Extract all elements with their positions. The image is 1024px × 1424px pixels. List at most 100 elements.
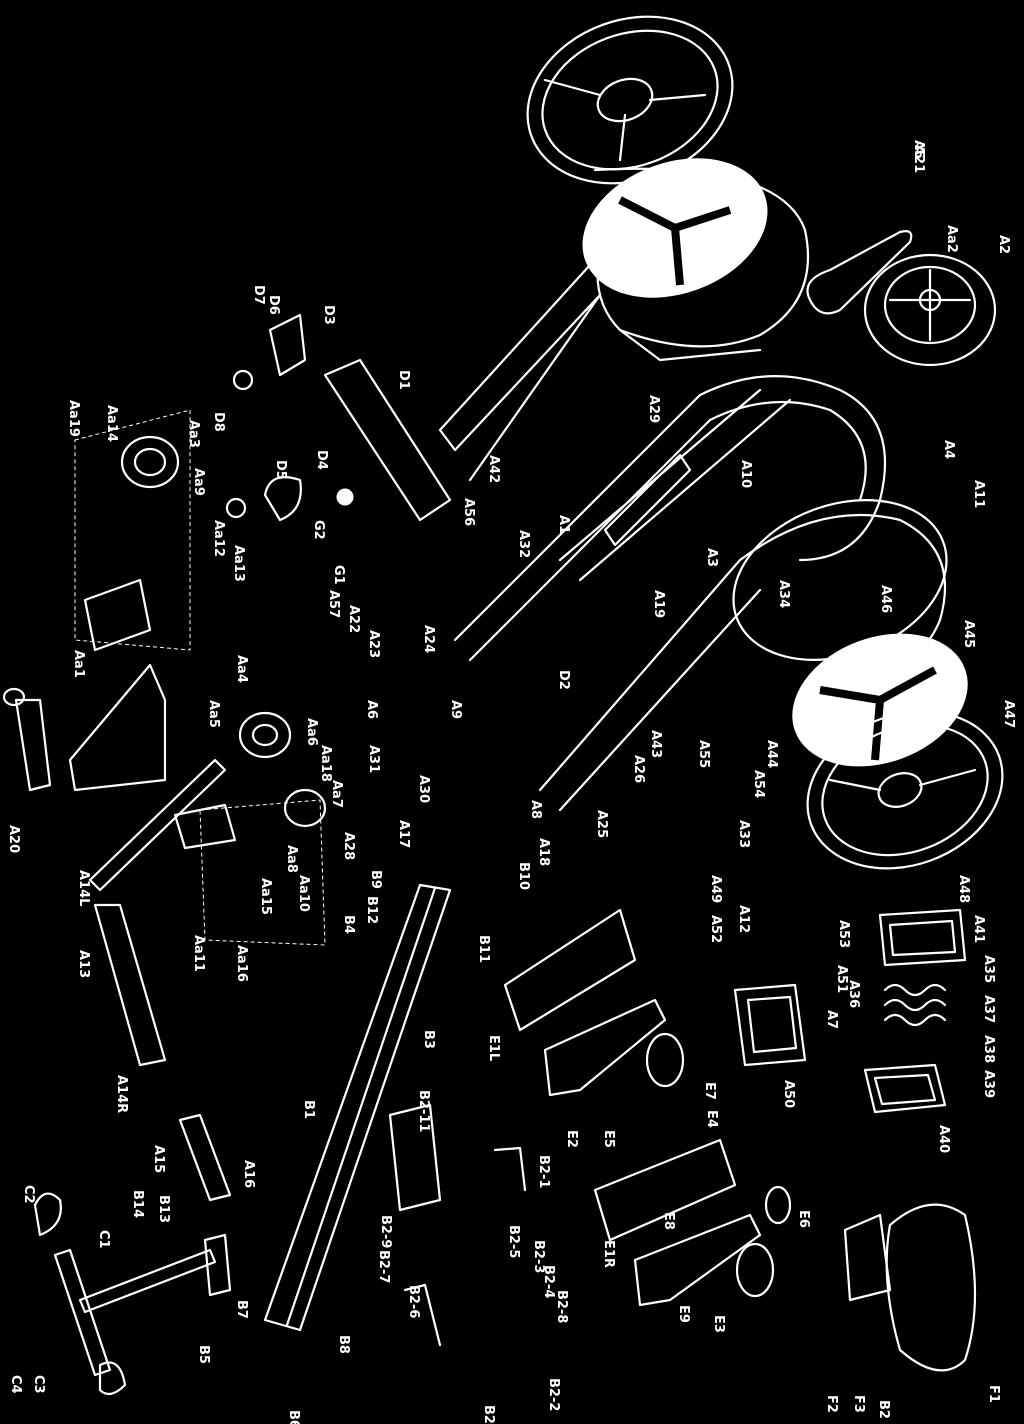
lower-flywheel-disc [792,633,968,767]
part-label-c1: C1 [96,1230,111,1249]
part-label-a16: A16 [241,1160,256,1188]
part-label-a17: A17 [396,820,411,848]
part-label-a12: A12 [736,905,751,933]
part-label-a31: A31 [366,745,381,773]
part-label-a43: A43 [648,730,663,758]
part-label-a10: A10 [738,460,753,488]
part-label-a5: A5 [911,140,926,159]
part-label-a20: A20 [6,825,21,853]
part-label-a34: A34 [776,580,791,608]
part-label-aa14: Aa14 [104,405,119,442]
part-label-b1: B1 [301,1100,316,1119]
part-label-d1: D1 [396,370,411,390]
part-label-c2: C2 [21,1185,36,1204]
part-label-aa10: Aa10 [296,875,311,912]
part-label-a30: A30 [416,775,431,803]
part-label-a18: A18 [536,838,551,866]
upper-flywheel-disc [582,158,768,298]
part-label-d7: D7 [251,285,266,305]
part-label-b2-11: B2-11 [416,1090,431,1132]
part-label-b13: B13 [156,1195,171,1223]
pedal-housing-left [503,908,637,1032]
part-label-a46: A46 [878,585,893,613]
part-label-a13: A13 [76,950,91,978]
part-label-b7: B7 [234,1300,249,1319]
part-label-a2: A2 [996,235,1011,254]
top-panel [878,908,967,967]
upper-frame-housing [438,167,810,482]
part-label-aa16: Aa16 [234,945,249,982]
part-label-a40: A40 [936,1125,951,1153]
part-label-a36: A36 [846,980,861,1008]
front-tube [2,687,52,792]
part-label-b2-4: B2-4 [541,1265,556,1298]
part-label-a22: A22 [346,605,361,633]
part-label-aa13: Aa13 [231,545,246,582]
long-rail [263,883,452,1332]
part-label-b3: B3 [421,1030,436,1049]
part-label-b2-8: B2-8 [554,1290,569,1323]
lower-flywheel-cover [806,710,1004,870]
part-label-a29: A29 [646,395,661,423]
part-label-aa12: Aa12 [211,520,226,557]
part-label-aa4: Aa4 [234,655,249,683]
part-label-b2-9: B2-9 [378,1215,393,1248]
part-label-a11: A11 [971,480,986,508]
part-label-aa7: Aa7 [329,780,344,808]
pedal-right [633,1213,762,1307]
crank-bracket [388,1103,527,1347]
part-label-aa9: Aa9 [191,468,206,496]
part-label-d3: D3 [321,305,336,325]
part-label-e1l: E1L [486,1035,501,1061]
part-label-aa1: Aa1 [71,650,86,678]
pedal-housing-right [593,1138,737,1242]
part-label-a32: A32 [516,530,531,558]
idler-pulley-assembly [74,409,327,946]
part-label-b10: B10 [516,862,531,890]
part-label-a28: A28 [341,832,356,860]
part-label-a45: A45 [961,620,976,648]
springs [883,983,947,1027]
part-label-e3: E3 [711,1315,726,1333]
part-label-b5: B5 [196,1345,211,1364]
part-label-b9: B9 [368,870,383,889]
pedal-wheels [645,1032,792,1298]
part-label-a51: A51 [834,965,849,993]
part-label-a21: A21 [911,145,926,173]
part-label-e1r: E1R [601,1240,616,1268]
part-label-e5: E5 [601,1130,616,1148]
part-label-aa8: Aa8 [284,845,299,873]
part-label-a25: A25 [594,810,609,838]
part-label-d6: D6 [266,295,281,315]
part-label-d5: D5 [273,460,288,480]
part-label-d4: D4 [314,450,329,470]
part-label-e8: E8 [661,1212,676,1230]
part-label-b2-5: B2-5 [506,1225,521,1258]
part-label-a49: A49 [708,875,723,903]
part-label-b4: B4 [341,915,356,934]
console [733,983,807,1067]
part-label-aa11: Aa11 [191,935,206,972]
base-leg [33,1192,232,1396]
part-label-a39: A39 [981,1070,996,1098]
part-label-a7: A7 [824,1010,839,1029]
part-label-b11: B11 [476,935,491,963]
part-label-a54: A54 [751,770,766,798]
part-label-a23: A23 [366,630,381,658]
part-label-a14r: A14R [114,1075,129,1113]
main-arm-tube [88,758,232,1202]
part-label-a52: A52 [708,915,723,943]
part-label-aa19: Aa19 [66,400,81,437]
part-label-a3: A3 [704,548,719,567]
part-label-a15: A15 [151,1145,166,1173]
part-label-d8: D8 [211,412,226,432]
part-label-b12: B12 [364,896,379,924]
part-label-b2-1: B2-1 [536,1155,551,1188]
drive-belt [806,230,913,315]
part-label-a24: A24 [421,625,436,653]
part-label-a57: A57 [326,590,341,618]
part-label-a55: A55 [696,740,711,768]
part-label-a1: A1 [556,515,571,534]
part-label-a42: A42 [486,455,501,483]
part-label-a48: A48 [956,875,971,903]
